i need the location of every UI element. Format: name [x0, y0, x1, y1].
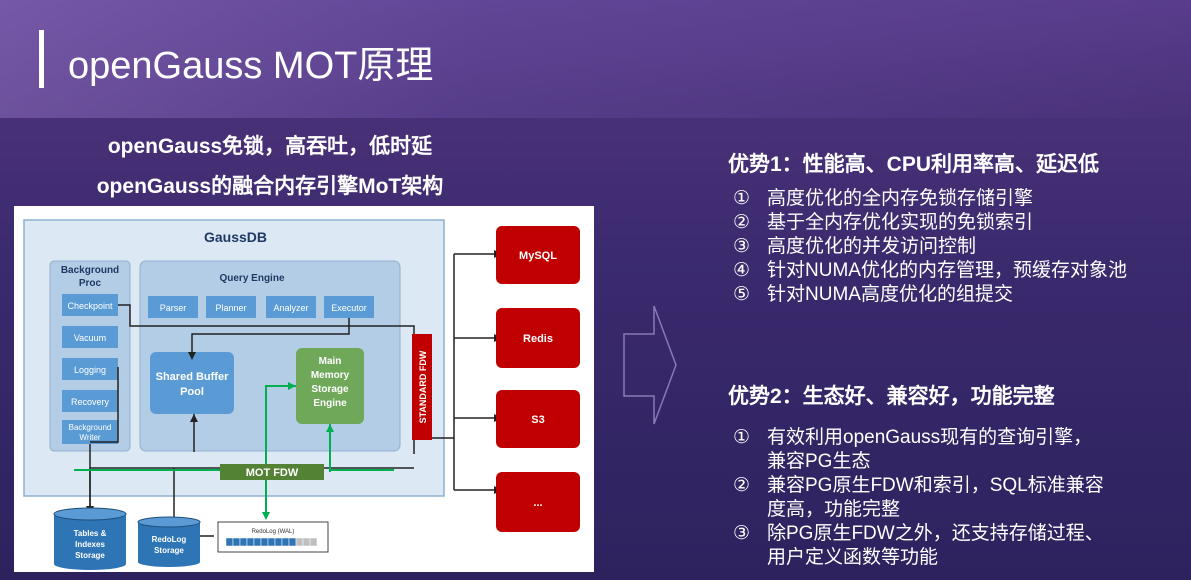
redolog-wal-label: RedoLog (WAL) [252, 529, 295, 535]
redolog-storage-cylinder: RedoLog Storage [137, 516, 201, 567]
target-more-box [496, 472, 580, 532]
executor-box [324, 296, 374, 318]
parser-box [148, 296, 198, 318]
tables-storage-cylinder: Tables & Indexes Storage [53, 507, 127, 570]
gaussdb-label: GaussDB [204, 229, 267, 245]
list-item: 用户定义函数等功能 [767, 547, 939, 568]
analyzer-label: Analyzer [273, 303, 308, 313]
executor-label: Executor [331, 303, 367, 313]
background-proc-title-2: Proc [79, 278, 102, 289]
target-redis-box [496, 308, 580, 368]
advantage1-title: 优势1：性能高、CPU利用率高、延迟低 [728, 153, 1100, 176]
svg-text:Storage: Storage [311, 384, 349, 395]
planner-label: Planner [215, 303, 246, 313]
redolog-segments [225, 537, 318, 547]
redolog-wal-box [217, 521, 329, 553]
svg-text:Engine: Engine [313, 398, 347, 409]
svg-text:Tables &: Tables & [74, 529, 107, 538]
planner-box [206, 296, 256, 318]
shared-buffer-label-1: Shared Buffer [156, 371, 229, 383]
logging-box [62, 358, 118, 380]
shared-buffer-pool-box [150, 352, 234, 414]
standard-fdw-label: STANDARD FDW [418, 350, 428, 423]
mmse-box [296, 348, 364, 424]
background-writer-box [62, 420, 118, 444]
logging-label: Logging [74, 365, 106, 375]
svg-text:Indexes: Indexes [75, 540, 105, 549]
title-accent-bar [39, 30, 44, 88]
svg-text:Storage: Storage [75, 551, 105, 560]
target-mysql-box [496, 226, 580, 284]
architecture-diagram: GaussDB Background Proc Checkpoint Vacuu… [14, 206, 594, 572]
target-mysql-label: MySQL [519, 250, 557, 262]
standard-fdw-box [412, 334, 432, 440]
mot-fdw-label: MOT FDW [246, 467, 299, 479]
vacuum-box [62, 326, 118, 348]
header-band [0, 0, 1191, 118]
target-s3-label: S3 [531, 414, 544, 426]
recovery-label: Recovery [71, 397, 110, 407]
svg-text:Storage: Storage [154, 546, 184, 555]
background-writer-label-2: Writer [79, 433, 101, 442]
query-engine-title: Query Engine [219, 273, 284, 284]
list-item: 兼容PG生态 [767, 451, 871, 472]
target-more-label: ... [533, 497, 542, 509]
target-redis-label: Redis [523, 333, 553, 345]
recovery-box [62, 390, 118, 412]
subtitle-line2: openGauss的融合内存引擎MoT架构 [96, 175, 444, 198]
green-arrowheads [262, 382, 334, 520]
svg-text:RedoLog: RedoLog [152, 535, 187, 544]
list-item: 度高，功能完整 [767, 499, 901, 520]
target-s3-box [496, 390, 580, 448]
vacuum-label: Vacuum [74, 333, 106, 343]
background-proc-title-1: Background [61, 265, 119, 276]
shared-buffer-label-2: Pool [180, 386, 204, 398]
subtitle-line1: openGauss免锁，高吞吐，低时延 [107, 135, 433, 158]
slide-title: openGauss MOT原理 [68, 45, 434, 87]
background-writer-label-1: Background [69, 423, 112, 432]
advantage2-title: 优势2：生态好、兼容好，功能完整 [728, 385, 1055, 408]
svg-text:Main: Main [319, 356, 342, 367]
analyzer-box [266, 296, 316, 318]
svg-text:Memory: Memory [311, 370, 350, 381]
mot-fdw-box [220, 464, 324, 480]
parser-label: Parser [160, 303, 187, 313]
checkpoint-label: Checkpoint [67, 301, 113, 311]
chevron-right-icon [623, 305, 677, 425]
bg-proc-items: Checkpoint Vacuum Logging Recovery Backg… [62, 294, 118, 444]
checkpoint-box [62, 294, 118, 316]
